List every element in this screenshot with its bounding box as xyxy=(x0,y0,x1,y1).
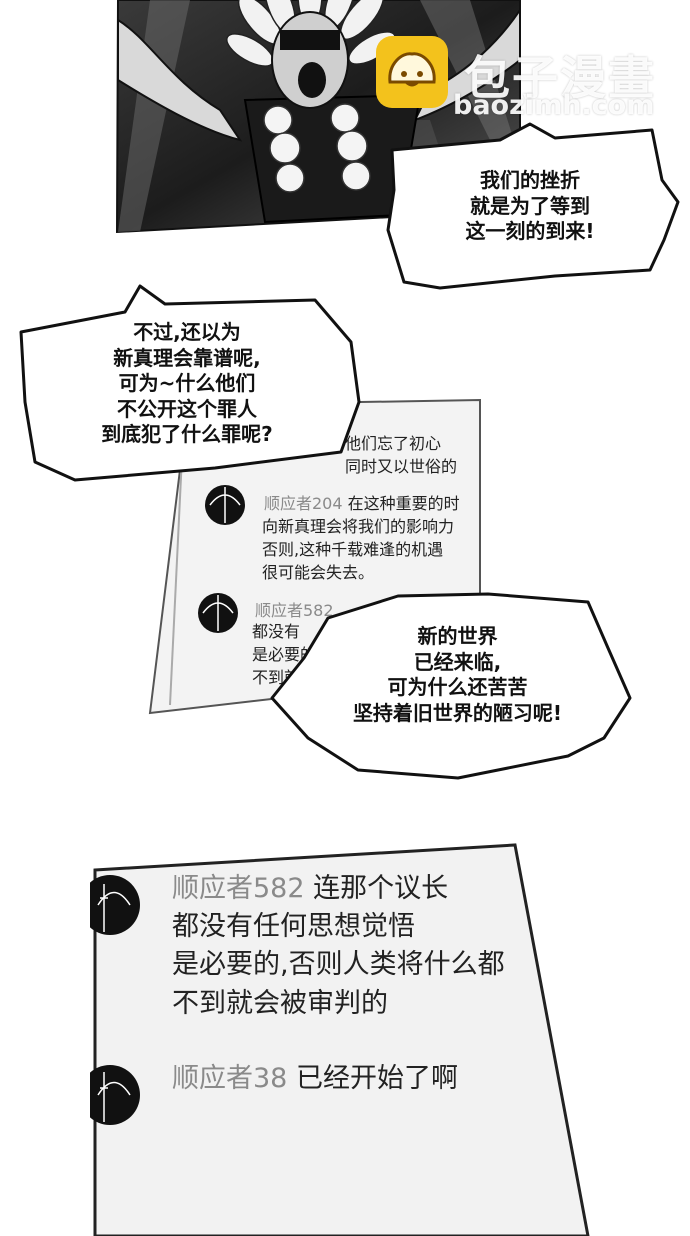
large-screen-comment-1-head: 顺应者582 连那个议长 xyxy=(172,870,448,908)
bubble-3-text: 新的世界 已经来临, 可为什么还苦苦 坚持着旧世界的陋习呢! xyxy=(352,624,563,725)
small-screen-comment-1: 顺应者204 在这种重要的时 xyxy=(264,492,480,515)
speech-bubble-3 xyxy=(270,592,632,780)
watermark-title: 包子漫畫 xyxy=(464,51,656,105)
comment-text: 连那个议长 xyxy=(304,873,449,904)
small-screen-comment-2-rest: 都没有 是必要的 不到就 xyxy=(252,622,317,688)
watermark-domain: baozimh.com xyxy=(453,90,655,121)
comment-user: 顺应者582 xyxy=(172,873,305,904)
comment-text: 在这种重要的时 xyxy=(342,494,460,513)
small-screen-comment-1-rest: 向新真理会将我们的影响力 否则,这种千载难逢的机遇 很可能会失去。 xyxy=(262,517,455,583)
bun-icon xyxy=(388,52,436,87)
comment-user: 顺应者38 xyxy=(172,1063,288,1094)
speech-bubble-1 xyxy=(386,122,680,290)
comment-text: 已经开始了啊 xyxy=(287,1063,458,1094)
small-screen-comment-2-user: 顺应者582 xyxy=(255,601,334,620)
large-screen-frame xyxy=(90,843,590,1236)
speech-bubble-2 xyxy=(19,284,361,482)
comment-user: 顺应者204 xyxy=(264,494,343,513)
small-screen-top-lines: 他们忘了初心 同时又以世俗的 xyxy=(345,434,458,477)
large-screen-comment-1-rest: 都没有任何思想觉悟 是必要的,否则人类将什么都 不到就会被审判的 xyxy=(172,911,505,1019)
bubble-1-text: 我们的挫折 就是为了等到 这一刻的到来! xyxy=(465,168,595,244)
bubble-2-text: 不过,还以为 新真理会靠谱呢, 可为~什么他们 不公开这个罪人 到底犯了什么罪呢… xyxy=(101,320,273,447)
large-screen-comment-2: 顺应者38 已经开始了啊 xyxy=(172,1060,458,1098)
